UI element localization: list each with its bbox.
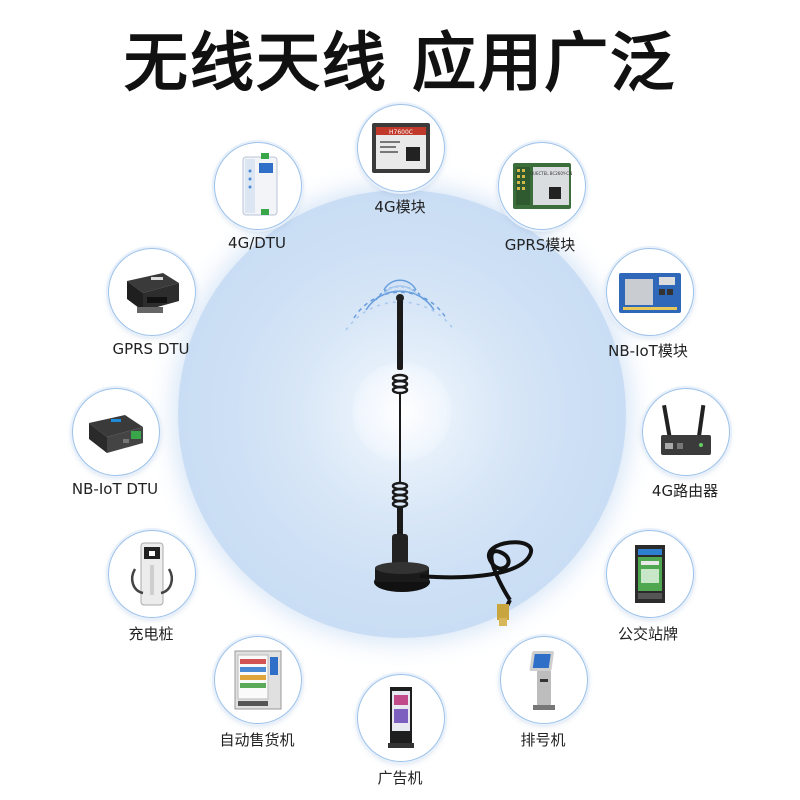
gprs-dtu-icon [127, 273, 179, 313]
nbiot-dtu-icon [89, 415, 143, 453]
chip-text: H7600C [389, 129, 413, 136]
device-4g-dtu [214, 142, 302, 230]
signal-ring-core [352, 362, 452, 462]
device-gprs-dtu [108, 248, 196, 336]
bus-stop-sign-icon [635, 545, 665, 603]
4g-dtu-icon [242, 153, 278, 216]
chip-text: QUECTEL BC260Y-CN [530, 171, 572, 176]
queue-machine-icon [529, 651, 555, 710]
router-icon [661, 404, 711, 455]
vending-machine-icon [234, 650, 282, 710]
device-4g-module: H7600C [357, 104, 445, 192]
label-4g-dtu: 4G/DTU [228, 234, 286, 252]
4g-module-icon: H7600C [372, 123, 430, 173]
device-ad-machine [357, 674, 445, 762]
device-4g-router [642, 388, 730, 476]
label-vending-machine: 自动售货机 [219, 731, 295, 749]
label-bus-stop-sign: 公交站牌 [617, 625, 678, 643]
charging-pile-icon [131, 542, 173, 606]
label-charging-pile: 充电桩 [128, 625, 174, 643]
device-charging-pile [108, 530, 196, 618]
ad-machine-icon [388, 687, 414, 748]
device-vending-machine [214, 636, 302, 724]
nbiot-module-icon [619, 273, 681, 313]
label-queue-machine: 排号机 [520, 731, 566, 749]
device-queue-machine [500, 636, 588, 724]
device-gprs-module: QUECTEL BC260Y-CN [498, 142, 586, 230]
label-4g-router: 4G路由器 [651, 482, 719, 500]
label-nbiot-module: NB-IoT模块 [608, 342, 688, 360]
device-nbiot-module [606, 248, 694, 336]
label-gprs-dtu: GPRS DTU [112, 340, 190, 358]
device-bus-stop-sign [606, 530, 694, 618]
signal-waves-icon [345, 279, 455, 331]
label-nbiot-dtu: NB-IoT DTU [71, 480, 159, 498]
device-nbiot-dtu [72, 388, 160, 476]
label-gprs-module: GPRS模块 [504, 236, 576, 254]
gprs-module-icon: QUECTEL BC260Y-CN [513, 163, 572, 209]
label-ad-machine: 广告机 [377, 769, 423, 787]
label-4g-module: 4G模块 [374, 198, 426, 216]
page-title: 无线天线 应用广泛 [123, 27, 677, 101]
